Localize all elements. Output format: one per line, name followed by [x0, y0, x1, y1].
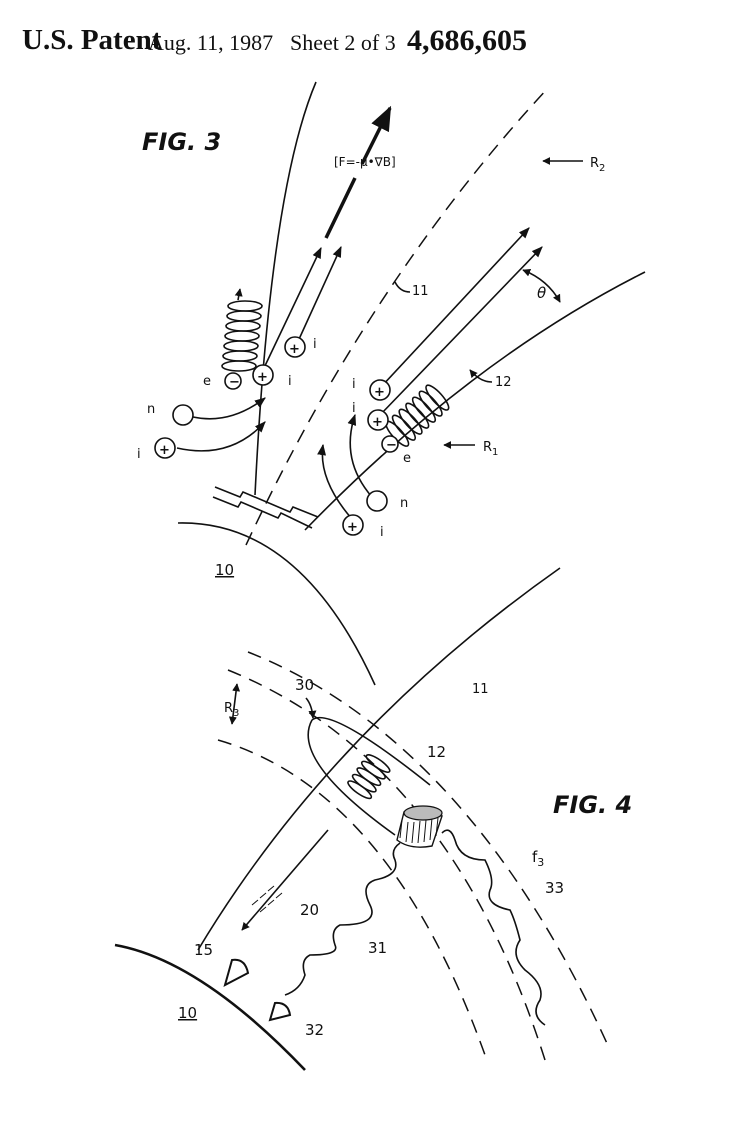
- fig3-electron-right: − e: [381, 435, 411, 466]
- fig4-planet-surface: [114, 943, 306, 1071]
- fig4-ref-10: 10: [178, 1004, 197, 1022]
- fig4-wave-packet-20: [251, 885, 283, 913]
- fig3-ion-entry-path-right: [317, 443, 353, 520]
- fig3-ion-path-left-2: [294, 245, 342, 349]
- fig3-ion-right-2: + i: [352, 401, 389, 431]
- fig3-ion-right-3: + i: [342, 514, 384, 540]
- svg-text:+: +: [159, 443, 170, 458]
- fig3-ion-left-1: + i: [252, 364, 292, 389]
- fig3-electron-helix-right: [385, 384, 450, 447]
- fig4-ref-33: 33: [545, 879, 564, 897]
- svg-text:+: +: [347, 520, 358, 535]
- svg-text:i: i: [352, 377, 356, 392]
- fig3-electron-left: − e: [203, 372, 242, 390]
- fig3-r2-label: R2: [590, 156, 605, 174]
- svg-text:i: i: [137, 447, 141, 462]
- patent-label: U.S. Patent: [22, 24, 162, 56]
- fig3-antenna: [212, 486, 319, 529]
- fig4-emission-wave-33: [441, 829, 546, 1026]
- svg-text:n: n: [147, 402, 155, 417]
- fig4-beam-20: [241, 829, 329, 931]
- fig3-neutral-right: n: [366, 490, 408, 512]
- fig3-theta: θ: [537, 284, 546, 302]
- svg-text:e: e: [403, 451, 411, 466]
- patent-date: Aug. 11, 1987: [148, 30, 274, 55]
- fig4-r3-dimension: [228, 683, 241, 725]
- svg-text:i: i: [380, 525, 384, 540]
- fig4-field-line-11: [197, 567, 561, 951]
- fig4-ref-32: 32: [305, 1021, 324, 1039]
- fig3-ion-path-right-1: [380, 227, 530, 388]
- fig4-emission-wave-31: [284, 842, 401, 996]
- fig3-neutral-path-right: [347, 413, 373, 498]
- fig3-field-line-12: [304, 271, 646, 531]
- fig4-ref-30: 30: [295, 676, 314, 694]
- fig4-helix-12: [347, 754, 391, 800]
- fig3-ref-12: 12: [495, 375, 512, 390]
- fig4-ref-15: 15: [194, 941, 213, 959]
- fig3-theta-arc: [522, 268, 561, 303]
- svg-text:+: +: [372, 415, 383, 430]
- svg-text:−: −: [229, 375, 240, 390]
- svg-text:i: i: [352, 401, 356, 416]
- fig3-ref-10: 10: [215, 561, 234, 579]
- svg-text:n: n: [400, 496, 408, 511]
- figure-3: FIG. 3 10 11 12 [F=-μ•∇B] R2 R1 θ: [137, 81, 646, 686]
- fig3-boundary-11: [245, 87, 549, 546]
- svg-text:i: i: [288, 374, 292, 389]
- fig4-ref-11: 11: [472, 682, 489, 697]
- fig4-ref-20: 20: [300, 901, 319, 919]
- fig3-ion-path-left-1: [262, 246, 322, 371]
- fig3-electron-helix-left: [221, 288, 263, 372]
- sheet-number: Sheet 2 of 3: [290, 30, 396, 55]
- fig3-r1-label: R1: [483, 440, 498, 458]
- fig3-ion-left-3: + i: [137, 437, 176, 462]
- fig3-ion-right-1: + i: [352, 377, 391, 401]
- fig4-title: FIG. 4: [553, 791, 632, 819]
- fig4-orbit-30: [307, 716, 431, 836]
- fig4-r3-label: R3: [224, 701, 239, 719]
- svg-text:+: +: [257, 370, 268, 385]
- fig3-leader-12: [469, 369, 493, 383]
- fig4-emission-region: [396, 805, 443, 848]
- svg-text:e: e: [203, 374, 211, 389]
- svg-text:−: −: [386, 438, 397, 453]
- svg-text:i: i: [313, 337, 317, 352]
- patent-header: U.S. Patent Aug. 11, 1987 Sheet 2 of 3 4…: [0, 14, 750, 57]
- fig3-ion-entry-path: [176, 421, 266, 452]
- fig3-field-line-left: [254, 81, 317, 496]
- fig4-ref-31: 31: [368, 939, 387, 957]
- fig3-equation: [F=-μ•∇B]: [334, 155, 396, 169]
- fig4-ref-12: 12: [427, 743, 446, 761]
- fig3-title: FIG. 3: [142, 128, 221, 156]
- fig3-ref-11: 11: [412, 284, 429, 299]
- patent-number: 4,686,605: [407, 24, 527, 57]
- fig3-leader-11: [394, 281, 411, 293]
- fig4-shell-33: [247, 651, 611, 1051]
- fig3-ion-path-right-2: [380, 246, 543, 415]
- fig4-leader-30: [305, 697, 317, 719]
- fig3-neutral-left: n: [147, 402, 194, 426]
- fig3-neutral-path: [192, 397, 266, 420]
- fig4-shell-outer: [227, 669, 546, 1061]
- svg-text:+: +: [289, 342, 300, 357]
- fig4-receiver-32: [268, 1001, 292, 1022]
- fig3-ion-left-2: + i: [284, 336, 317, 358]
- figure-4: FIG. 4 10 11 R3 30 12: [114, 567, 632, 1071]
- svg-text:+: +: [374, 385, 385, 400]
- fig3-force-arrow: [324, 108, 390, 239]
- fig3-planet-surface: [177, 522, 376, 686]
- fig4-shell-inner: [217, 739, 486, 1056]
- fig4-antenna-15: [223, 958, 250, 987]
- fig4-f3-label: f3: [532, 848, 544, 869]
